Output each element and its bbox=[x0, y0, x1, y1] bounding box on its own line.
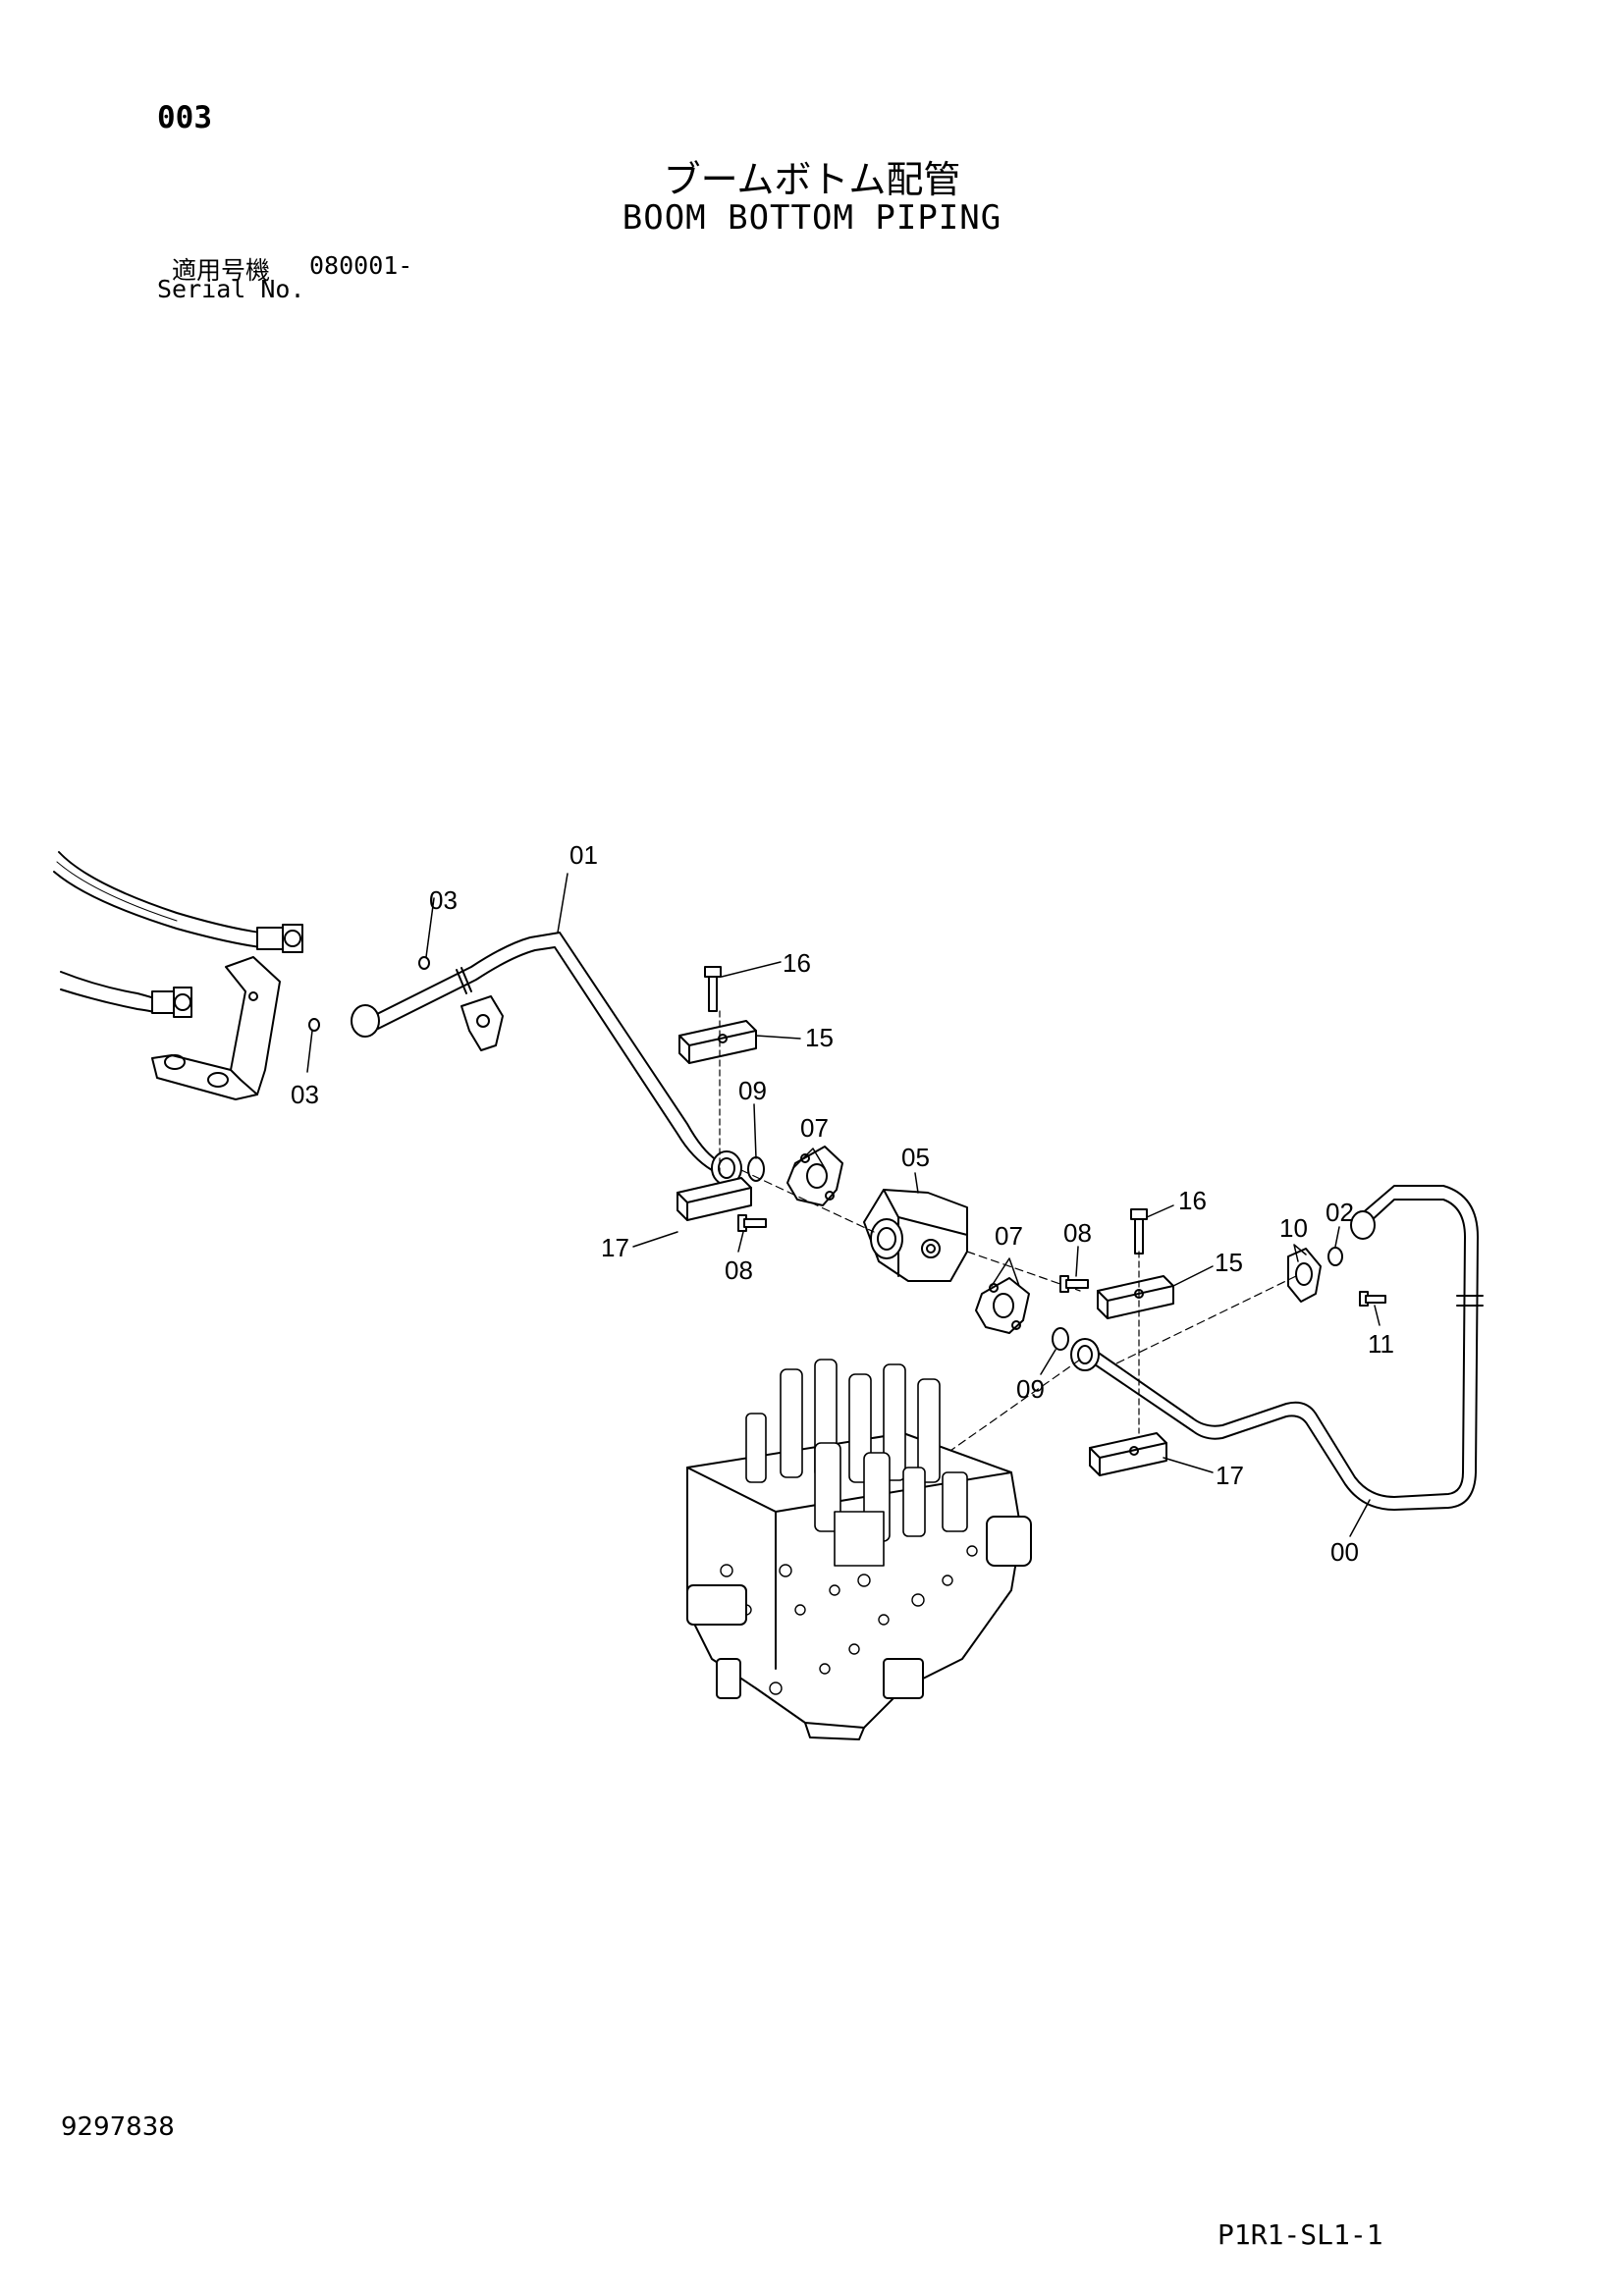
clamp-half-17-right bbox=[1089, 1432, 1167, 1476]
pipe-00 bbox=[1070, 1185, 1484, 1511]
clamp-half-17-left bbox=[677, 1177, 752, 1221]
callout-11: 11 bbox=[1368, 1329, 1394, 1359]
callout-00: 00 bbox=[1330, 1537, 1359, 1567]
centerline-flange-10 bbox=[1113, 1275, 1297, 1365]
serial-label-japanese: 適用号機 bbox=[172, 256, 271, 285]
control-valve bbox=[686, 1359, 1032, 1740]
page-title-japanese: ブームボトム配管 bbox=[663, 158, 961, 201]
callout-02: 02 bbox=[1326, 1198, 1354, 1227]
serial-value: 080001- bbox=[309, 251, 413, 280]
callout-17-left: 17 bbox=[601, 1233, 629, 1262]
callout-16-right: 16 bbox=[1178, 1186, 1207, 1215]
o-ring-03-upper bbox=[418, 956, 430, 970]
bolt-11 bbox=[1359, 1291, 1386, 1307]
o-ring-09-lower bbox=[1052, 1327, 1069, 1351]
centerline-flange-left bbox=[740, 1169, 875, 1233]
hose-lower bbox=[60, 971, 192, 1018]
callout-16-left: 16 bbox=[783, 948, 811, 978]
callout-05: 05 bbox=[901, 1143, 930, 1172]
callout-17-right: 17 bbox=[1216, 1461, 1244, 1490]
callout-09-lower: 09 bbox=[1016, 1374, 1045, 1404]
bracket bbox=[151, 956, 281, 1100]
centerline-flange-right bbox=[966, 1251, 1081, 1292]
callout-09-upper: 09 bbox=[738, 1076, 767, 1105]
pipe-clamp-left bbox=[460, 995, 504, 1051]
flange-10 bbox=[1287, 1248, 1322, 1303]
page-number: 003 bbox=[157, 100, 212, 135]
o-ring-03-lower bbox=[308, 1018, 320, 1032]
callout-07-right: 07 bbox=[995, 1221, 1023, 1251]
leader-lines bbox=[306, 873, 1380, 1537]
serial-label-english: Serial No. bbox=[157, 275, 305, 303]
callout-03-upper: 03 bbox=[429, 885, 458, 915]
pipe-01 bbox=[351, 932, 742, 1186]
callout-01: 01 bbox=[569, 840, 598, 870]
bolt-16-left bbox=[704, 966, 722, 1012]
document-number: 9297838 bbox=[61, 2112, 175, 2142]
hose-upper bbox=[53, 851, 303, 953]
callout-15-left: 15 bbox=[805, 1023, 834, 1052]
clamp-half-15-left bbox=[678, 1020, 757, 1064]
centerline-valve bbox=[947, 1359, 1081, 1454]
callout-10: 10 bbox=[1279, 1213, 1308, 1243]
callout-15-right: 15 bbox=[1215, 1248, 1243, 1277]
adapter-block-05 bbox=[863, 1189, 968, 1282]
callout-08-right: 08 bbox=[1063, 1218, 1092, 1248]
bolt-08-left bbox=[737, 1214, 767, 1232]
callout-07-left: 07 bbox=[800, 1113, 829, 1143]
o-ring-02 bbox=[1327, 1247, 1343, 1266]
bolt-08-right bbox=[1059, 1275, 1089, 1293]
callout-03-lower: 03 bbox=[291, 1080, 319, 1109]
callout-08-left: 08 bbox=[725, 1255, 753, 1285]
clamp-half-15-right bbox=[1097, 1275, 1174, 1319]
bolt-16-right bbox=[1130, 1208, 1148, 1255]
sheet-code: P1R1-SL1-1 bbox=[1218, 2218, 1383, 2251]
split-flange-07-right bbox=[975, 1277, 1030, 1334]
split-flange-07-left bbox=[786, 1146, 843, 1206]
page-title-english: BOOM BOTTOM PIPING bbox=[622, 198, 1002, 238]
